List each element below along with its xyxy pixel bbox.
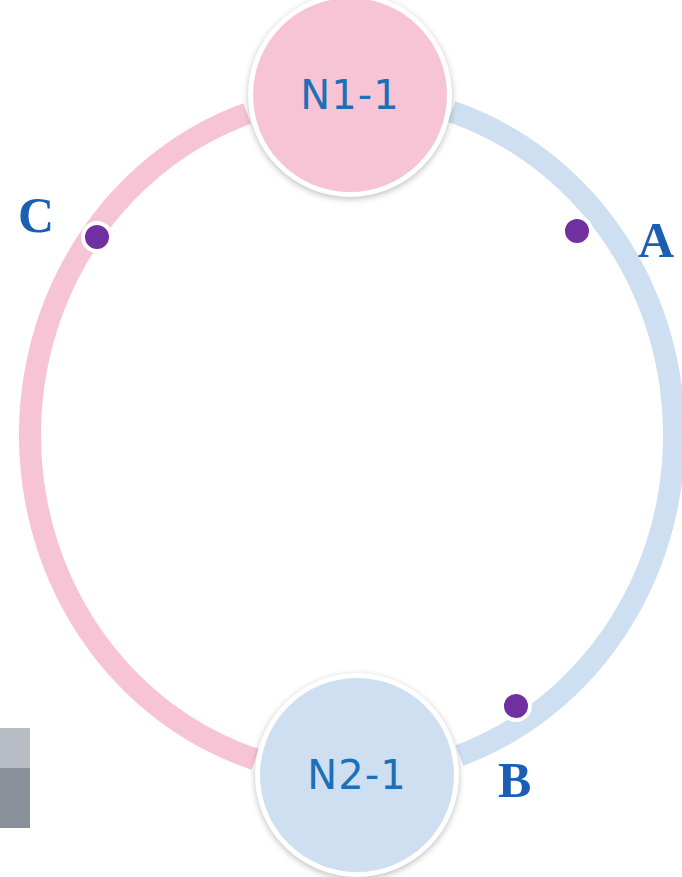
node-circle: N2-1 — [255, 673, 459, 877]
photo-fragment — [0, 728, 30, 828]
marker-dot — [502, 692, 530, 720]
node-label: N1-1 — [300, 72, 399, 118]
point-label: A — [638, 215, 674, 265]
marker-dot — [563, 217, 591, 245]
photo-fragment — [0, 728, 30, 768]
node-label: N2-1 — [307, 752, 406, 798]
ring-arc — [452, 112, 675, 756]
marker-dot — [83, 223, 111, 251]
ring-arc — [30, 114, 255, 760]
node-circle: N1-1 — [248, 0, 452, 197]
point-label: B — [498, 755, 531, 805]
point-label: C — [18, 190, 54, 240]
